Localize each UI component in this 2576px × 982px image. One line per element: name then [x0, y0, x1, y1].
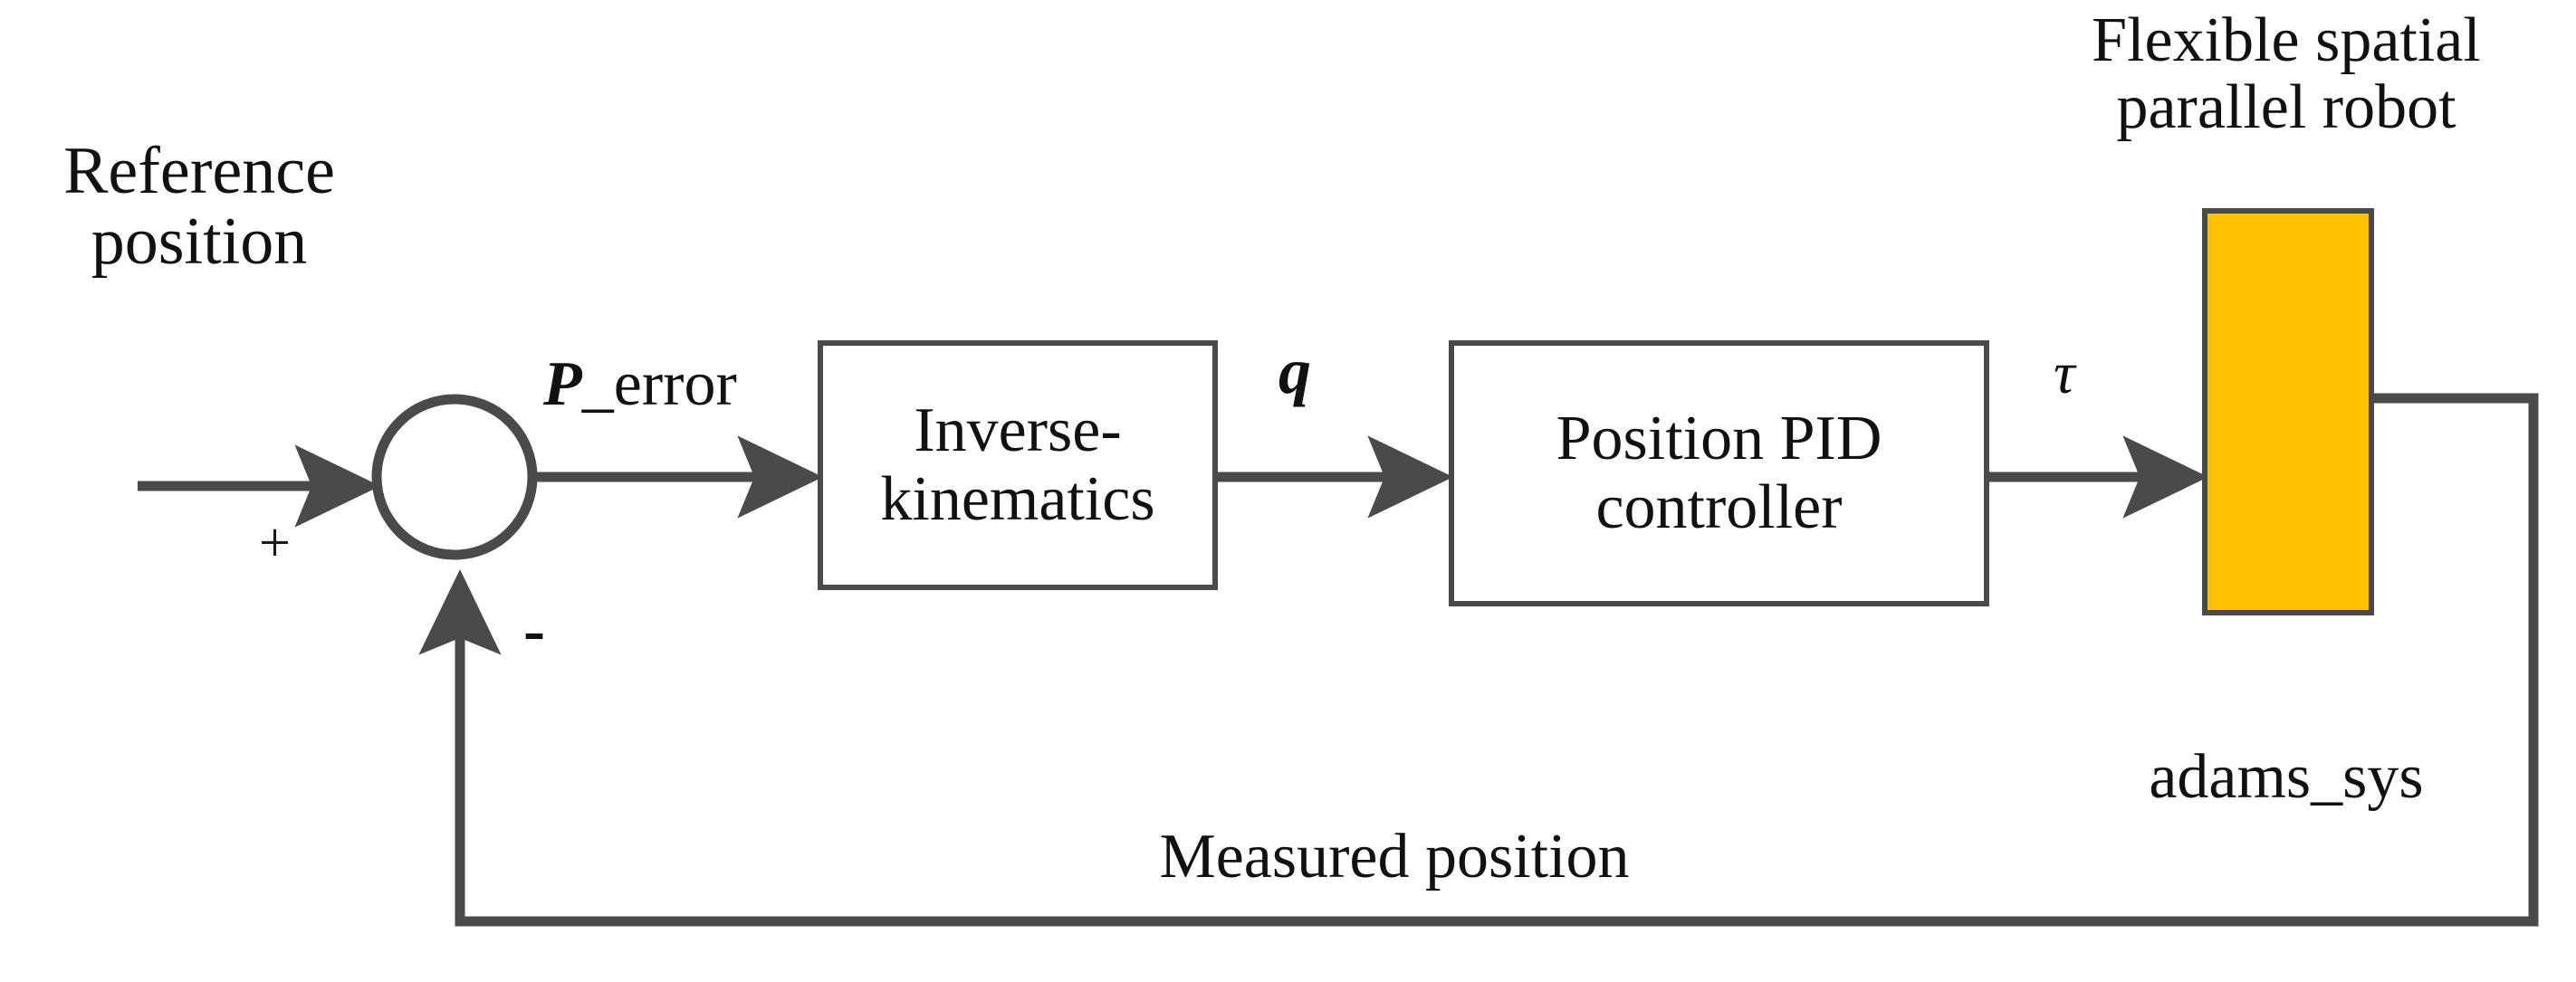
joint-command-label: q: [1278, 335, 1311, 407]
summing-junction-minus-sign: -: [523, 594, 545, 666]
position-pid-controller-block[interactable]: Position PID controller: [1449, 340, 1989, 606]
torque-label: τ: [2054, 340, 2075, 406]
adams-sys-label: adams_sys: [2149, 742, 2424, 812]
summing-junction: [371, 394, 538, 560]
summing-junction-plus-sign: +: [259, 512, 291, 574]
measured-position-label: Measured position: [1159, 822, 1630, 891]
wire-feedback-path: [418, 393, 2539, 927]
position-error-suffix: _error: [581, 349, 737, 419]
reference-position-label: Reference position: [63, 134, 335, 280]
position-error-label: P_error: [543, 349, 737, 419]
flexible-spatial-parallel-robot-block[interactable]: [2202, 208, 2374, 615]
inverse-kinematics-block[interactable]: Inverse- kinematics: [818, 340, 1218, 590]
plant-title-label: Flexible spatial parallel robot: [2092, 5, 2481, 143]
position-error-symbol: P: [543, 349, 582, 419]
